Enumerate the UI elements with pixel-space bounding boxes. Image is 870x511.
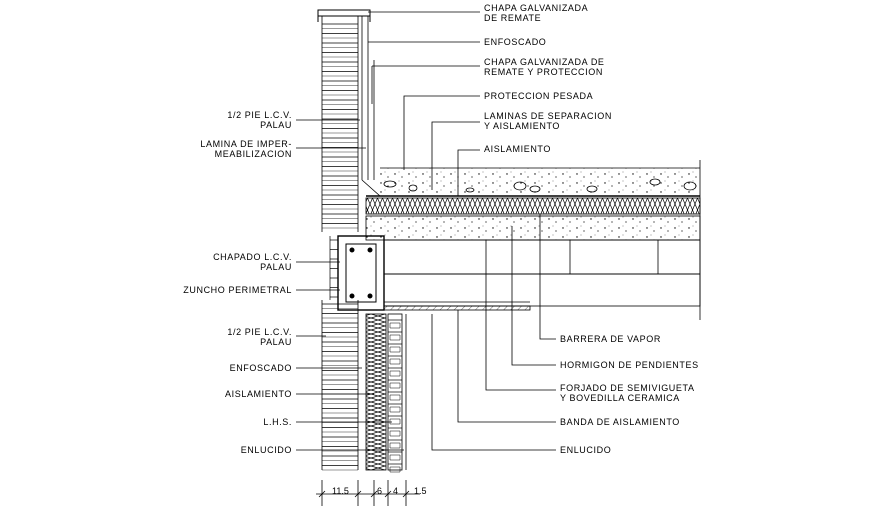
brick-wall [321,16,359,470]
label-vapour-barrier: BARRERA DE VAPOR [560,334,661,344]
slope-concrete [365,215,701,241]
label-plaster-left: ENLUCIDO [240,445,292,455]
label-hollow-brick: L.H.S. [263,417,292,427]
dimension-4: 4 [393,486,399,496]
label-insulation: AISLAMIENTO [484,144,551,154]
label-brick-upper: 1/2 PIE L.C.V.PALAU [227,110,292,130]
hollow-brick-courses [388,319,402,473]
label-slope-concrete: HORMIGON DE PENDIENTES [560,360,699,370]
label-plaster-right: ENLUCIDO [560,445,612,455]
label-brick-lower: 1/2 PIE L.C.V.PALAU [227,327,292,347]
label-heavy-protection: PROTECCION PESADA [484,91,594,101]
dimension-line [316,480,420,506]
dimension-6: 6 [377,486,383,496]
label-brick-cladding: CHAPADO L.C.V.PALAU [213,252,292,272]
label-insulation-strip: BANDA DE AISLAMIENTO [560,417,680,427]
label-render-left: ENFOSCADO [229,363,292,373]
perimeter-beam [337,235,385,311]
leader-lines [296,11,556,451]
dimension-1-5: 1.5 [414,486,427,496]
label-render: ENFOSCADO [484,37,547,47]
label-waterproofing: LAMINA DE IMPER-MEABILIZACION [200,139,292,159]
floor-slab [383,239,701,311]
coping-plate [317,9,371,22]
brick-courses [322,23,358,471]
dimension-11-5: 11.5 [332,486,349,496]
roof-insulation [365,195,701,215]
label-insulation-left: AISLAMIENTO [225,389,292,399]
label-perimeter-beam: ZUNCHO PERIMETRAL [183,285,292,295]
gravel-protection [380,160,701,320]
